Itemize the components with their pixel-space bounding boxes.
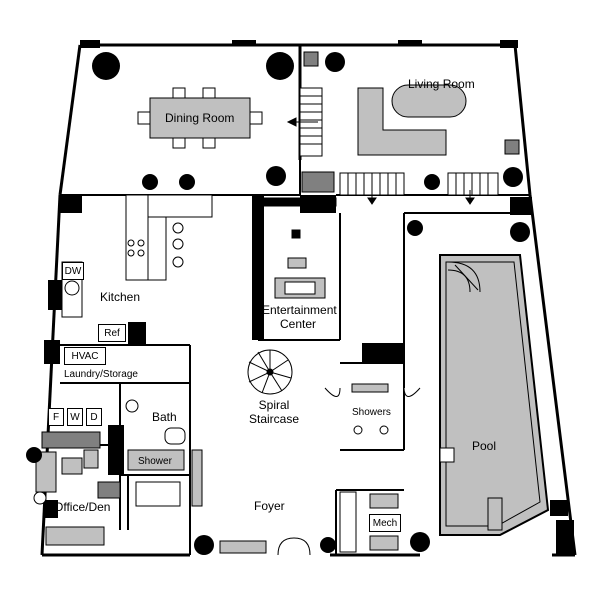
room-label-pool: Pool xyxy=(472,439,497,453)
mech-equipment xyxy=(339,491,399,553)
entertainment-furniture xyxy=(257,197,337,299)
room-label-spiral-staircase: Spiral Staircase xyxy=(248,398,300,426)
washer-label: W xyxy=(67,408,83,426)
freezer-label: F xyxy=(48,408,64,426)
bath-fixtures xyxy=(125,399,203,507)
living-sofa xyxy=(301,51,520,193)
dryer-label: D xyxy=(86,408,102,426)
trees xyxy=(26,52,530,555)
room-label-bath: Bath xyxy=(152,410,177,424)
showers-fixtures xyxy=(324,383,421,435)
direction-arrows xyxy=(286,117,475,205)
room-label-showers: Showers xyxy=(352,407,391,418)
stairs xyxy=(299,87,499,196)
mech-label: Mech xyxy=(369,514,401,532)
dining-table xyxy=(137,87,263,149)
room-label-office-den: Office/Den xyxy=(54,500,111,514)
room-label-kitchen: Kitchen xyxy=(100,290,141,304)
refrigerator-label: Ref xyxy=(98,324,126,342)
room-label-foyer: Foyer xyxy=(254,499,285,513)
spiral-staircase xyxy=(247,349,293,395)
dishwasher-label: DW xyxy=(62,262,84,280)
room-label-living-room: Living Room xyxy=(408,77,475,91)
pool xyxy=(439,254,550,536)
room-label-entertainment-center: Entertainment Center xyxy=(262,303,337,331)
room-label-dining-room: Dining Room xyxy=(165,111,235,125)
foyer-fixtures xyxy=(219,537,311,556)
room-label-laundry-storage: Laundry/Storage xyxy=(64,369,138,380)
room-label-shower: Shower xyxy=(138,456,172,467)
office-furniture xyxy=(33,431,181,546)
hvac-label: HVAC xyxy=(64,347,106,365)
